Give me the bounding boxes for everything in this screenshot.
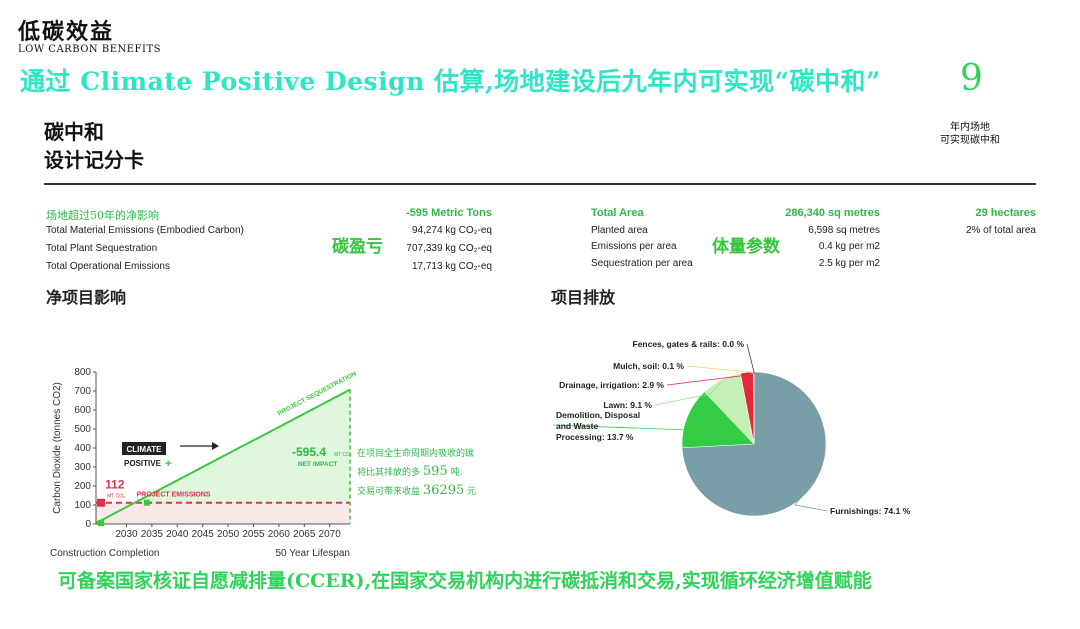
card-title-line1: 碳中和 (44, 120, 104, 144)
y-axis-label: Carbon Dioxide (tonnes CO2) (52, 382, 63, 514)
emissions-area (96, 502, 350, 524)
y-tick-label: 100 (74, 500, 91, 511)
start-emission-marker (97, 498, 106, 507)
y-tick-label: 0 (85, 519, 91, 530)
cn-note-line2-pre: 将比其排放的多 (357, 468, 421, 478)
net-impact-unit: MT CO₂ (334, 452, 352, 458)
y-tick-label: 300 (74, 462, 91, 473)
x-tick-label: 2065 (293, 529, 316, 540)
y-tick-label: 500 (74, 424, 91, 435)
net-impact-label: NET IMPACT (298, 461, 337, 468)
section-title-emissions: 项目排放 (551, 288, 616, 307)
headline-number: 9 (960, 58, 983, 99)
pie-label: Mulch, soil: 0.1 % (613, 361, 684, 371)
cn-note-line2-post: 吨. (450, 468, 463, 478)
card-title-line2: 设计记分卡 (44, 148, 144, 172)
left-stat-value-2: 707,339 kg CO₂-eq (406, 243, 492, 254)
right-stat-label-1: Planted area (591, 225, 648, 236)
cn-note-line2: 将比其排放的多 595 吨. (357, 463, 476, 482)
left-stat-label-3: Total Operational Emissions (46, 261, 170, 272)
pie-slice (681, 391, 755, 448)
right-stat-value-1: 6,598 sq metres (808, 225, 880, 236)
start-unit: MT CO₂ (107, 494, 125, 500)
pie-leader-line (666, 373, 748, 386)
section-title-net-impact: 净项目影响 (46, 288, 127, 307)
pie-label: Processing: 13.7 % (556, 432, 634, 442)
logo-title-en: LOW CARBON BENEFITS (18, 44, 161, 55)
right-stat-label-3: Sequestration per area (591, 258, 693, 269)
arrow-head-icon (212, 442, 219, 450)
x-label-left: Construction Completion (50, 548, 160, 559)
footer-text: 可备案国家核证自愿减排量(CCER),在国家交易机构内进行碳抵消和交易,实现循环… (58, 570, 872, 592)
left-stats-note: 碳盈亏 (332, 237, 383, 257)
left-stats-head-label: 场地超过50年的净影响 (46, 209, 159, 222)
right-stats-head-value: 286,340 sq metres (785, 207, 880, 219)
pie-leader-line (552, 418, 690, 431)
left-stat-value-3: 17,713 kg CO₂-eq (411, 261, 492, 272)
y-tick-label: 700 (74, 386, 91, 397)
side-note-line1: 年内场地 (950, 122, 990, 133)
cn-note-line1: 在项目全生命周期内吸收的碳 (357, 449, 475, 459)
net-impact-value: -595.4 (292, 445, 326, 459)
pie-leader-line (654, 381, 723, 406)
start-value: 112 (105, 478, 125, 492)
start-sequestration-marker (98, 520, 105, 527)
side-note-line2: 可实现碳中和 (940, 135, 1000, 146)
x-tick-label: 2070 (319, 529, 342, 540)
right-stat-extra-1: 2% of total area (965, 225, 1036, 236)
right-stat-value-2: 0.4 kg per m2 (818, 241, 880, 252)
x-tick-label: 2040 (166, 529, 189, 540)
pie-label: Demolition, Disposal (556, 410, 640, 420)
divider (44, 183, 1036, 185)
positive-label: POSITIVE (124, 459, 162, 468)
x-tick-label: 2050 (217, 529, 240, 540)
cn-note-line3: 交易可带来收益 36295 元 (357, 482, 476, 501)
y-tick-label: 800 (74, 367, 91, 378)
crossover-marker (143, 499, 150, 506)
pie-label: Furnishings: 74.1 % (830, 506, 911, 516)
left-stat-label-2: Total Plant Sequestration (46, 243, 158, 254)
headline: 通过 Climate Positive Design 估算,场地建设后九年内可实… (20, 67, 881, 96)
pie-label: Fences, gates & rails: 0.0 % (633, 339, 745, 349)
right-stats-head-extra: 29 hectares (975, 207, 1036, 219)
sequestration-line (95, 388, 351, 524)
pie-leader-line (794, 491, 828, 512)
pie-leader-line (746, 343, 755, 374)
pie-leader-line (686, 365, 754, 375)
right-stat-label-2: Emissions per area (591, 241, 677, 252)
x-label-right: 50 Year Lifespan (275, 548, 350, 559)
y-tick-label: 600 (74, 405, 91, 416)
y-tick-label: 400 (74, 443, 91, 454)
net-impact-cn-note: 在项目全生命周期内吸收的碳 将比其排放的多 595 吨. 交易可带来收益 362… (357, 446, 476, 501)
right-stats-note: 体量参数 (712, 237, 780, 257)
left-stats-head-value: -595 Metric Tons (406, 207, 492, 219)
cn-note-line2-num: 595 (422, 464, 448, 479)
positive-plus: + (165, 458, 171, 470)
pie-label: Lawn: 9.1 % (603, 400, 652, 410)
climate-label: CLIMATE (127, 445, 163, 454)
logo-title-cn: 低碳效益 (18, 19, 115, 45)
right-stats-head-label: Total Area (591, 207, 644, 219)
emissions-label: PROJECT EMISSIONS (137, 492, 211, 499)
pie-label: and Waste (556, 421, 598, 431)
x-tick-label: 2045 (192, 529, 215, 540)
left-stat-label-1: Total Material Emissions (Embodied Carbo… (46, 225, 244, 236)
y-tick-label: 200 (74, 481, 91, 492)
x-tick-label: 2035 (141, 529, 164, 540)
x-tick-label: 2060 (268, 529, 291, 540)
pie-label: Drainage, irrigation: 2.9 % (559, 380, 664, 390)
emissions-pie-chart: Furnishings: 74.1 % Demolition, Disposala… (552, 339, 911, 517)
cn-note-line3-num: 36295 (422, 483, 465, 498)
left-stat-value-1: 94,274 kg CO₂-eq (411, 225, 492, 236)
right-stat-value-3: 2.5 kg per m2 (818, 258, 880, 269)
cn-note-line3-post: 元 (467, 487, 477, 497)
cn-note-line3-pre: 交易可带来收益 (357, 487, 421, 497)
climate-badge (122, 442, 166, 455)
x-tick-label: 2030 (115, 529, 138, 540)
x-tick-label: 2055 (242, 529, 265, 540)
